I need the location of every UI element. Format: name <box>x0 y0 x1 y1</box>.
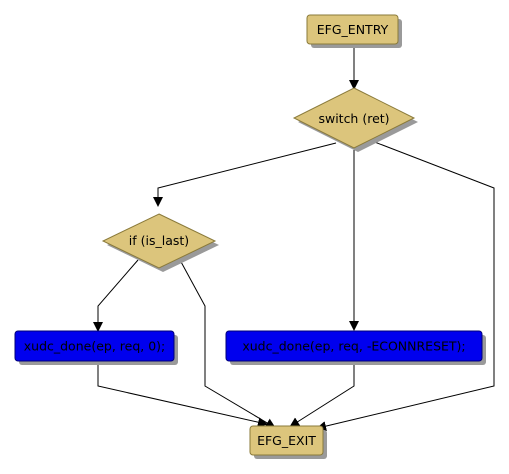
node-entry-box <box>306 14 399 45</box>
node-if-last-diamond <box>101 213 217 269</box>
edge-if-to-exit <box>179 259 276 429</box>
node-call-zero: xudc_done(ep, req, 0); <box>14 330 178 365</box>
node-switch-label: switch (ret) <box>318 111 389 126</box>
node-entry: EFG_ENTRY <box>306 14 402 48</box>
edge-switch-to-if <box>153 142 337 207</box>
edges <box>93 47 495 432</box>
node-call-reset-box <box>225 330 483 362</box>
edge-if-to-call-zero <box>93 259 139 332</box>
node-exit-label: EFG_EXIT <box>257 433 316 448</box>
node-if-last-label: if (is_last) <box>129 233 189 248</box>
node-call-reset: xudc_done(ep, req, -ECONNRESET); <box>225 330 486 365</box>
edge-call-reset-to-exit <box>289 361 355 428</box>
node-call-zero-box <box>14 330 175 362</box>
node-switch-diamond <box>292 87 416 149</box>
node-exit: EFG_EXIT <box>249 425 327 459</box>
edge-switch-to-exit <box>316 140 495 432</box>
node-switch: switch (ret) <box>292 87 418 152</box>
node-exit-box <box>249 425 324 456</box>
edge-call-zero-to-exit <box>97 361 268 428</box>
node-if-last: if (is_last) <box>101 213 219 272</box>
node-call-reset-label: xudc_done(ep, req, -ECONNRESET); <box>242 339 465 354</box>
node-entry-label: EFG_ENTRY <box>317 22 389 37</box>
node-call-zero-label: xudc_done(ep, req, 0); <box>24 339 166 354</box>
